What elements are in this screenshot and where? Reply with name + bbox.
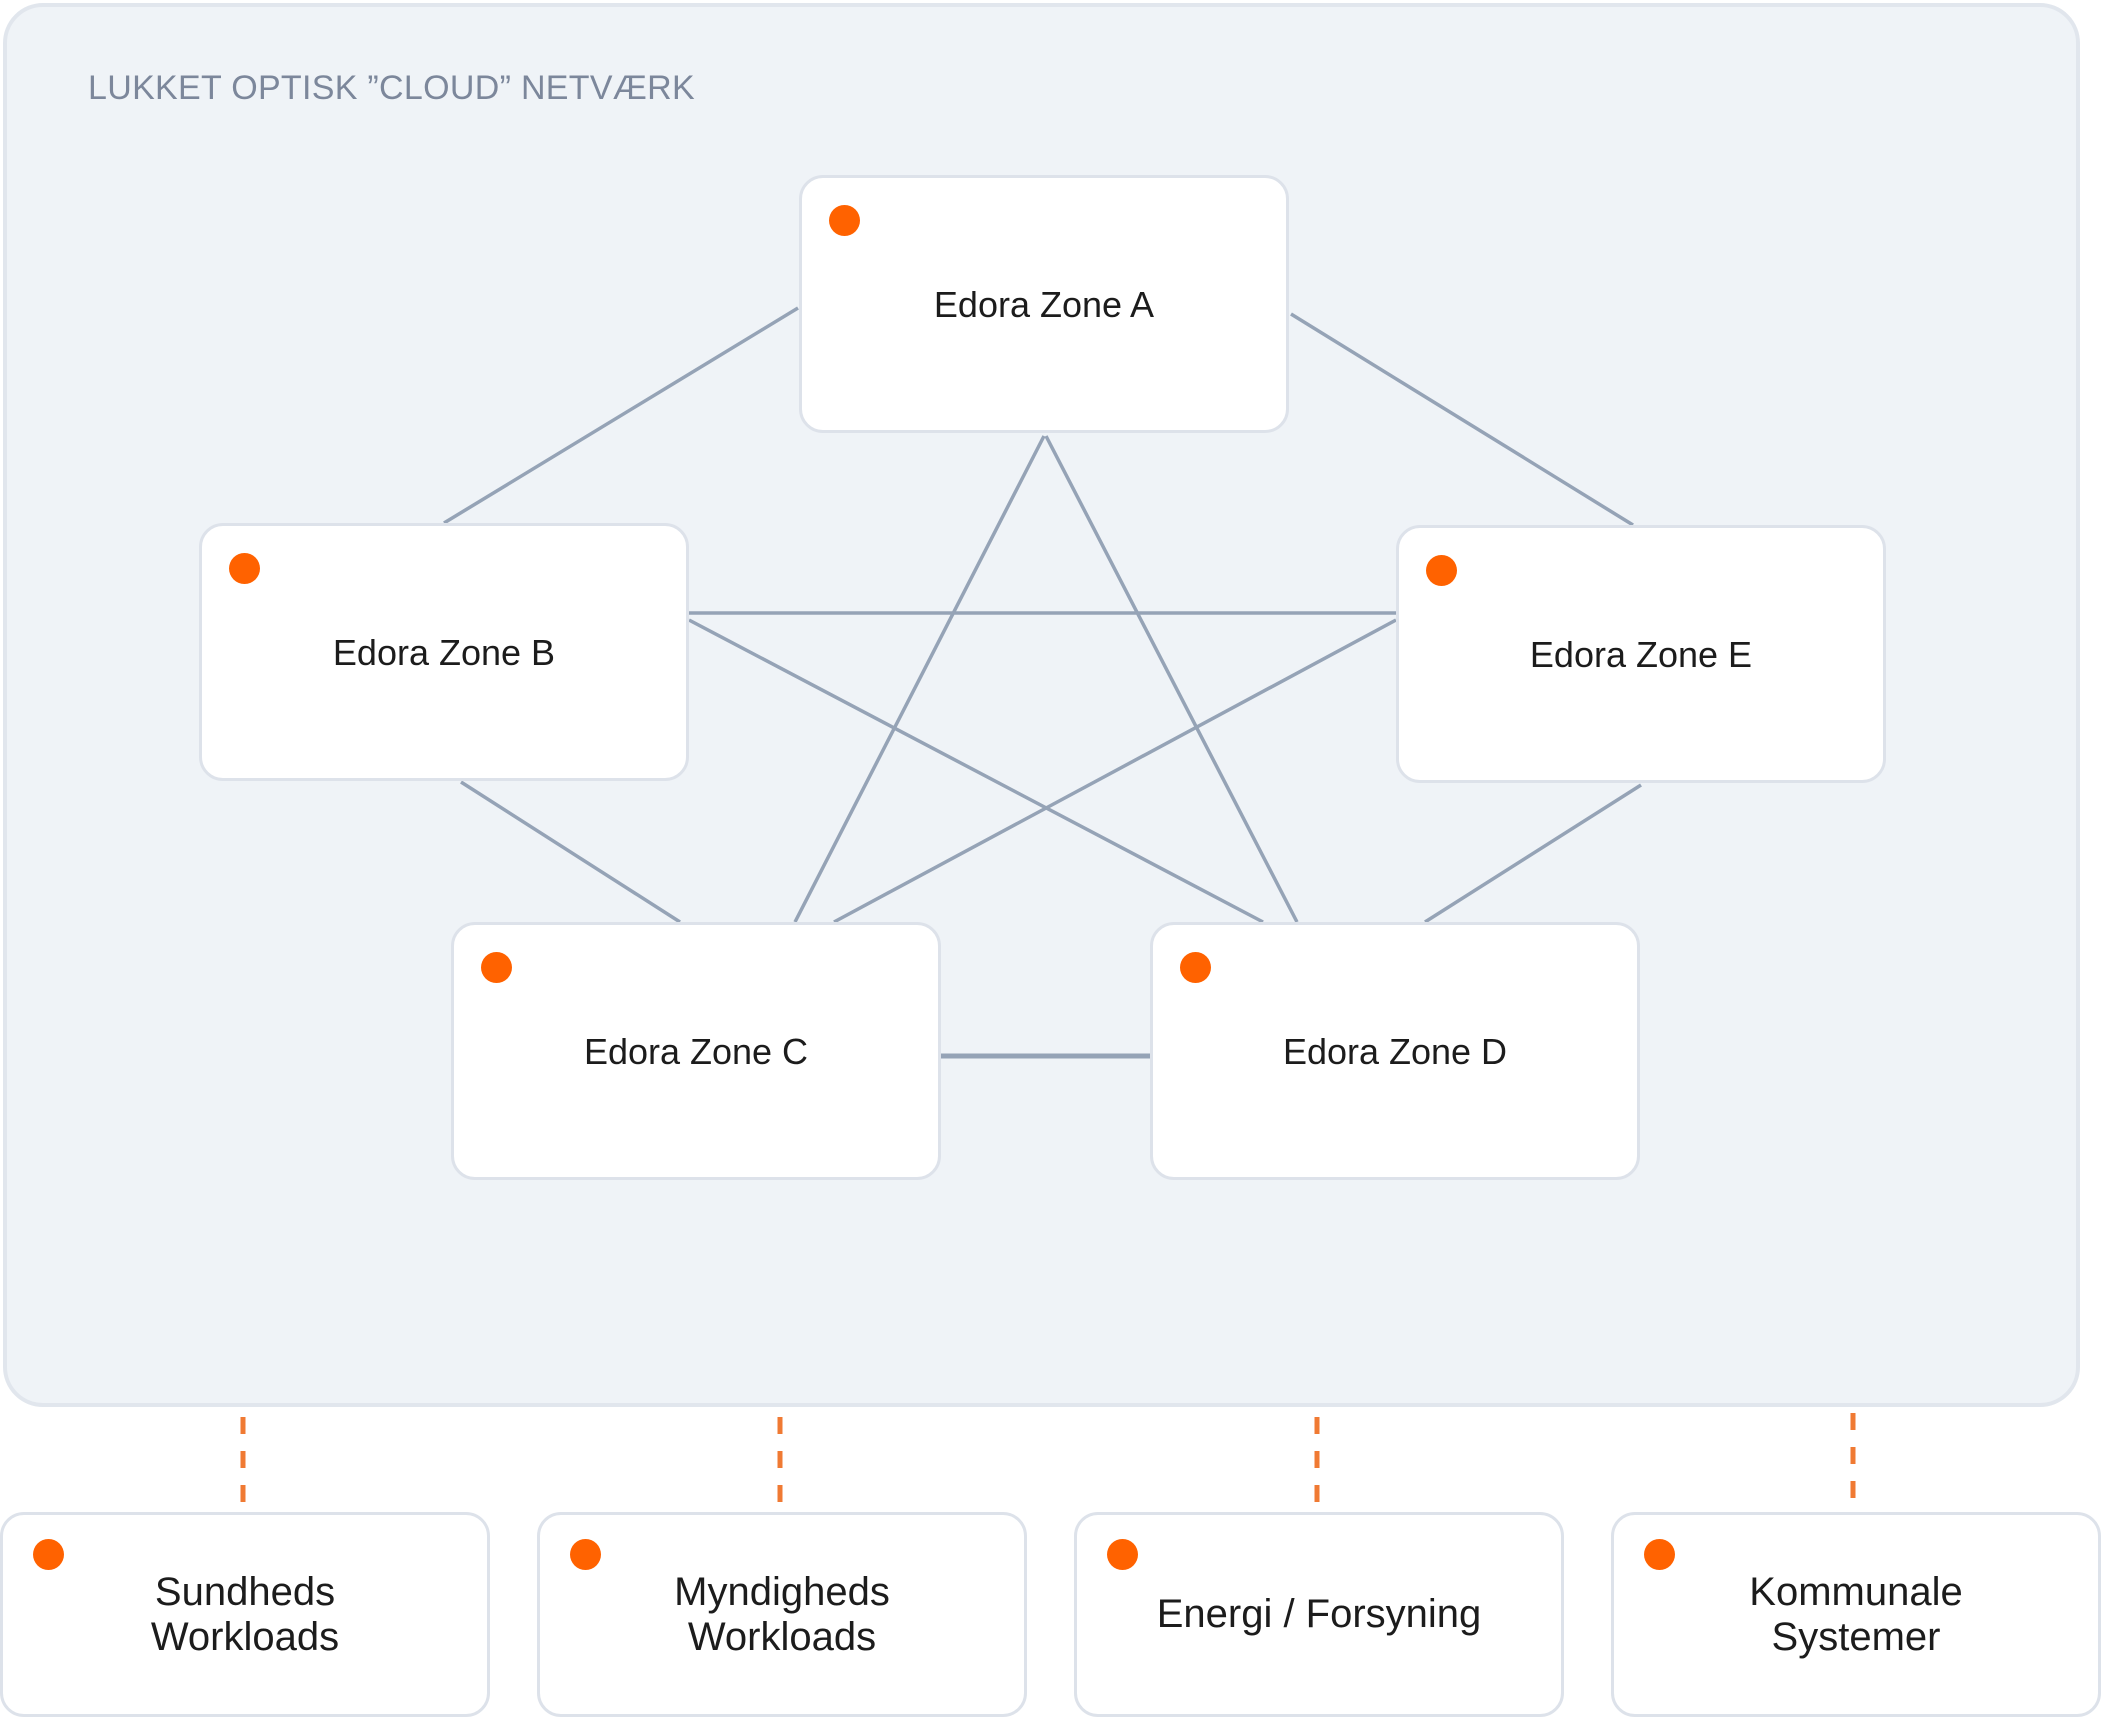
workload-label-line2: Systemer bbox=[1771, 1614, 1941, 1659]
zone-label: Edora Zone B bbox=[332, 631, 556, 673]
workload-label-line1: Energi / Forsyning bbox=[1156, 1592, 1482, 1636]
workload-label-line2: Workloads bbox=[687, 1614, 877, 1659]
workload-label: Myndigheds Workloads bbox=[674, 1570, 890, 1660]
zone-a-card[interactable]: Edora Zone A bbox=[799, 175, 1289, 433]
workload-label-line1: Kommunale bbox=[1749, 1569, 1963, 1614]
zone-label: Edora Zone D bbox=[1282, 1030, 1508, 1072]
status-dot-icon bbox=[1180, 952, 1211, 983]
status-dot-icon bbox=[1426, 555, 1457, 586]
status-dot-icon bbox=[570, 1539, 601, 1570]
workload-myndigheds-card[interactable]: Myndigheds Workloads bbox=[537, 1512, 1027, 1717]
zone-label: Edora Zone E bbox=[1529, 633, 1753, 675]
status-dot-icon bbox=[1644, 1539, 1675, 1570]
status-dot-icon bbox=[1107, 1539, 1138, 1570]
status-dot-icon bbox=[229, 553, 260, 584]
zone-d-card[interactable]: Edora Zone D bbox=[1150, 922, 1640, 1180]
zone-label: Edora Zone A bbox=[933, 283, 1155, 325]
workload-kommunale-card[interactable]: Kommunale Systemer bbox=[1611, 1512, 2101, 1717]
workload-sundheds-card[interactable]: Sundheds Workloads bbox=[0, 1512, 490, 1717]
workload-label: Sundheds Workloads bbox=[151, 1570, 339, 1660]
zone-c-card[interactable]: Edora Zone C bbox=[451, 922, 941, 1180]
zone-label: Edora Zone C bbox=[583, 1030, 809, 1072]
zone-e-card[interactable]: Edora Zone E bbox=[1396, 525, 1886, 783]
workload-energi-card[interactable]: Energi / Forsyning bbox=[1074, 1512, 1564, 1717]
workload-label-line2: Workloads bbox=[150, 1614, 340, 1659]
status-dot-icon bbox=[481, 952, 512, 983]
workload-label: Energi / Forsyning bbox=[1157, 1592, 1482, 1637]
status-dot-icon bbox=[33, 1539, 64, 1570]
workload-label: Kommunale Systemer bbox=[1749, 1570, 1962, 1660]
status-dot-icon bbox=[829, 205, 860, 236]
zone-b-card[interactable]: Edora Zone B bbox=[199, 523, 689, 781]
workload-label-line1: Myndigheds bbox=[674, 1569, 890, 1614]
cloud-network-title: LUKKET OPTISK ”CLOUD” NETVÆRK bbox=[88, 69, 695, 107]
workload-label-line1: Sundheds bbox=[154, 1569, 336, 1614]
